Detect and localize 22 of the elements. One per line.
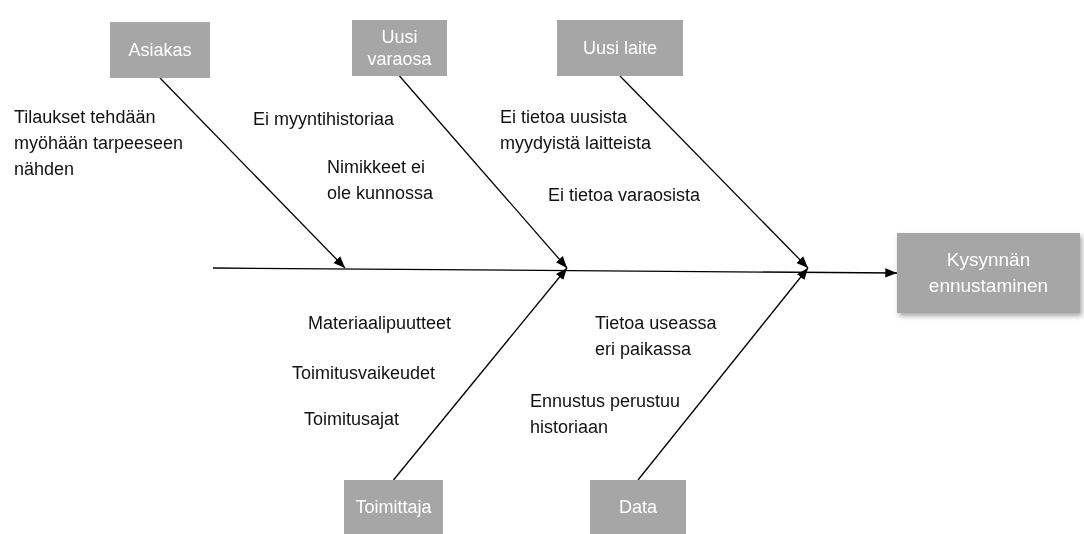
- cause-text: Materiaalipuutteet: [308, 312, 452, 335]
- cause-text: Tilaukset tehdään myöhään tarpeeseen nähden: [14, 106, 185, 182]
- category-box: Data: [590, 480, 686, 534]
- category-box: Uusi laite: [557, 20, 683, 76]
- cause-text: Ei tietoa varaosista: [548, 184, 701, 207]
- category-box: Uusi varaosa: [352, 20, 447, 76]
- cause-text: Tietoa useassa eri paikassa: [595, 312, 718, 362]
- bone-arrow: [159, 77, 346, 269]
- cause-text: Ei tietoa uusista myydyistä laitteista: [500, 106, 653, 156]
- bone-arrow: [637, 267, 809, 481]
- effect-box: Kysynnän ennustaminen: [897, 233, 1080, 313]
- bone-arrow: [392, 267, 568, 481]
- cause-text: Nimikkeet ei ole kunnossa: [327, 156, 435, 206]
- cause-text: Ennustus perustuu historiaan: [530, 390, 682, 440]
- bone-arrow: [398, 75, 568, 269]
- category-box: Asiakas: [110, 22, 210, 78]
- spine-arrow: [212, 267, 898, 278]
- bone-arrow: [619, 75, 809, 269]
- cause-text: Toimitusajat: [304, 408, 400, 431]
- cause-text: Ei myyntihistoriaa: [253, 108, 395, 131]
- cause-text: Toimitusvaikeudet: [292, 362, 436, 385]
- category-box: Toimittaja: [344, 480, 443, 534]
